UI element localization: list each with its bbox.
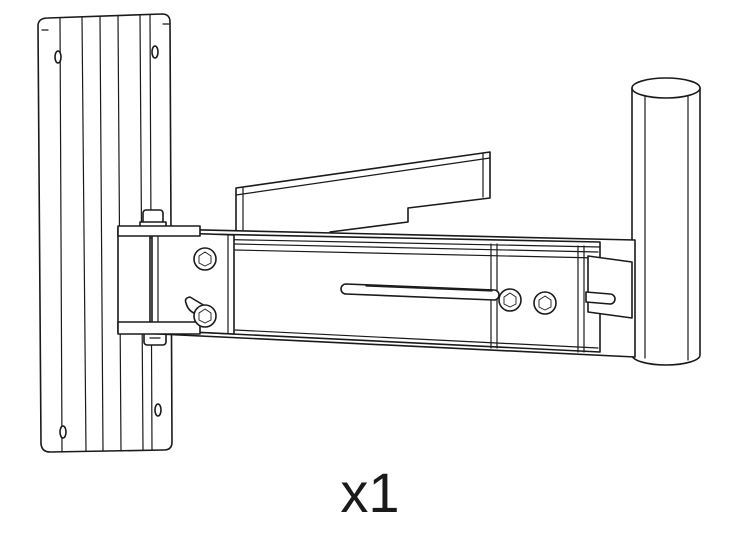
quantity-label: x1 [340,461,400,524]
hinge-plates [117,225,201,335]
adjustment-slot [340,283,500,301]
hex-bolt [533,291,557,315]
upper-bracket-plate [235,151,491,244]
hex-bolt [184,296,217,328]
hex-bolt [193,247,217,271]
arm-sleeve [151,231,235,335]
adjustment-slot-rear [585,291,616,305]
wall-plate [37,13,173,453]
mounting-pole [631,77,701,366]
hex-bolt [498,288,522,312]
